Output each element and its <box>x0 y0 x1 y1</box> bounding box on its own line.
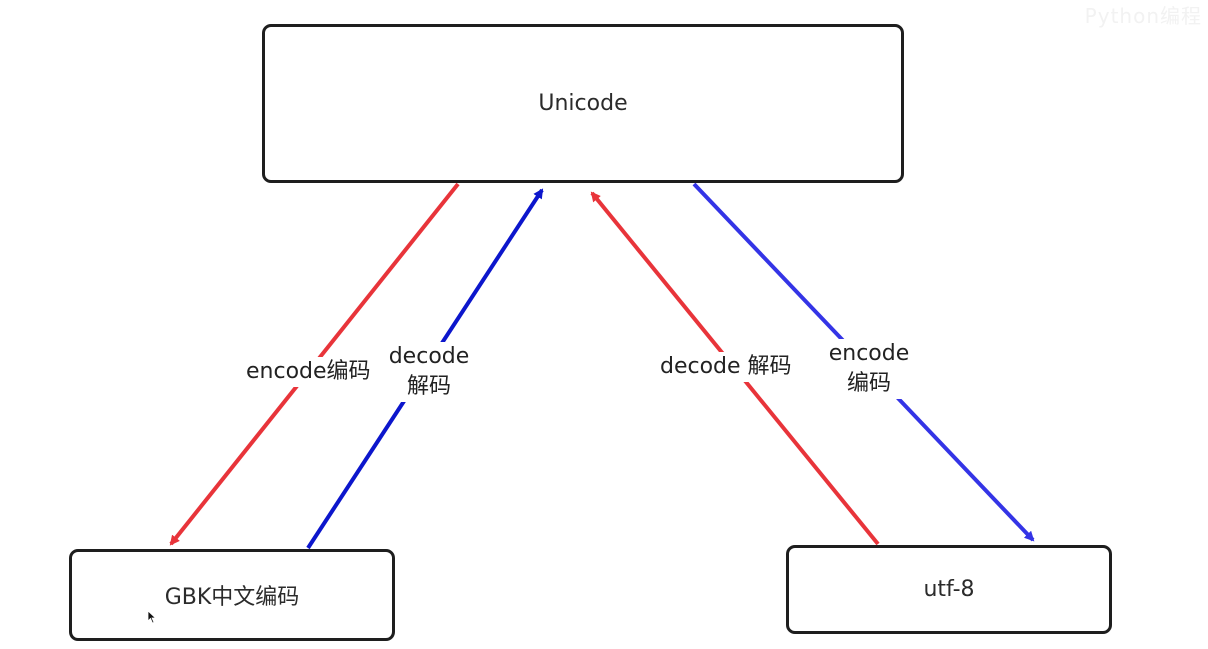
unicode-label: Unicode <box>538 91 628 116</box>
utf8-encode-line2: 编码 <box>846 371 891 396</box>
gbk-encode-label: encode编码 <box>244 357 373 387</box>
watermark: Python编程 <box>1084 4 1202 28</box>
utf8-decode-label: decode 解码 <box>658 352 794 382</box>
utf8-label: utf-8 <box>923 577 975 602</box>
unicode-box[interactable]: Unicode <box>262 24 904 183</box>
utf8-encode-line1: encode <box>828 341 910 366</box>
gbk-label: GBK中文编码 <box>164 585 300 610</box>
mouse-cursor-icon <box>147 610 157 624</box>
gbk-encode-text: encode编码 <box>246 359 371 384</box>
gbk-box[interactable]: GBK中文编码 <box>69 549 395 641</box>
gbk-decode-label: decode 解码 <box>382 342 476 402</box>
gbk-decode-line1: decode <box>388 344 470 369</box>
gbk-decode-line2: 解码 <box>406 374 451 399</box>
utf8-box[interactable]: utf-8 <box>786 545 1112 634</box>
utf8-encode-label: encode 编码 <box>820 339 918 399</box>
utf8-decode-text: decode 解码 <box>660 354 792 379</box>
